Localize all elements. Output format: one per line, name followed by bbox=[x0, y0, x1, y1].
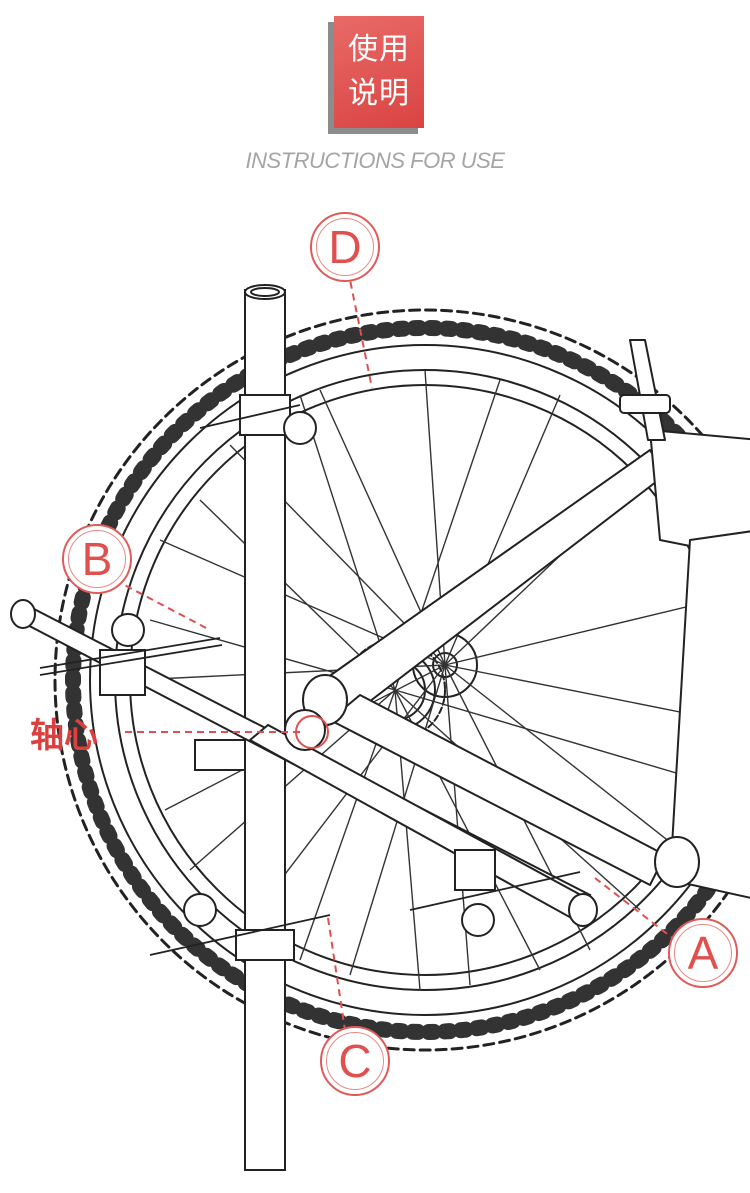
tire-outer bbox=[53, 308, 750, 1052]
tire-tread bbox=[65, 320, 750, 1040]
callout-d: D bbox=[310, 212, 380, 282]
callout-c: C bbox=[320, 1026, 390, 1096]
callout-a: A bbox=[668, 918, 738, 988]
badge-line-1: 使用 bbox=[348, 32, 410, 67]
knobs bbox=[111, 411, 495, 937]
bike-frame bbox=[302, 339, 750, 899]
subtitle: INSTRUCTIONS FOR USE bbox=[245, 148, 505, 173]
axis-marker bbox=[295, 715, 329, 749]
callout-b: B bbox=[62, 524, 132, 594]
tire-inner bbox=[89, 344, 750, 1016]
badge-line-2: 说明 bbox=[348, 76, 410, 111]
callout-leaders bbox=[114, 269, 676, 1031]
axis-label: 轴心 bbox=[30, 716, 98, 756]
horizontal-arm bbox=[10, 599, 598, 927]
cross-rods bbox=[39, 404, 581, 956]
title-badge: 使用 说明 bbox=[334, 16, 424, 128]
